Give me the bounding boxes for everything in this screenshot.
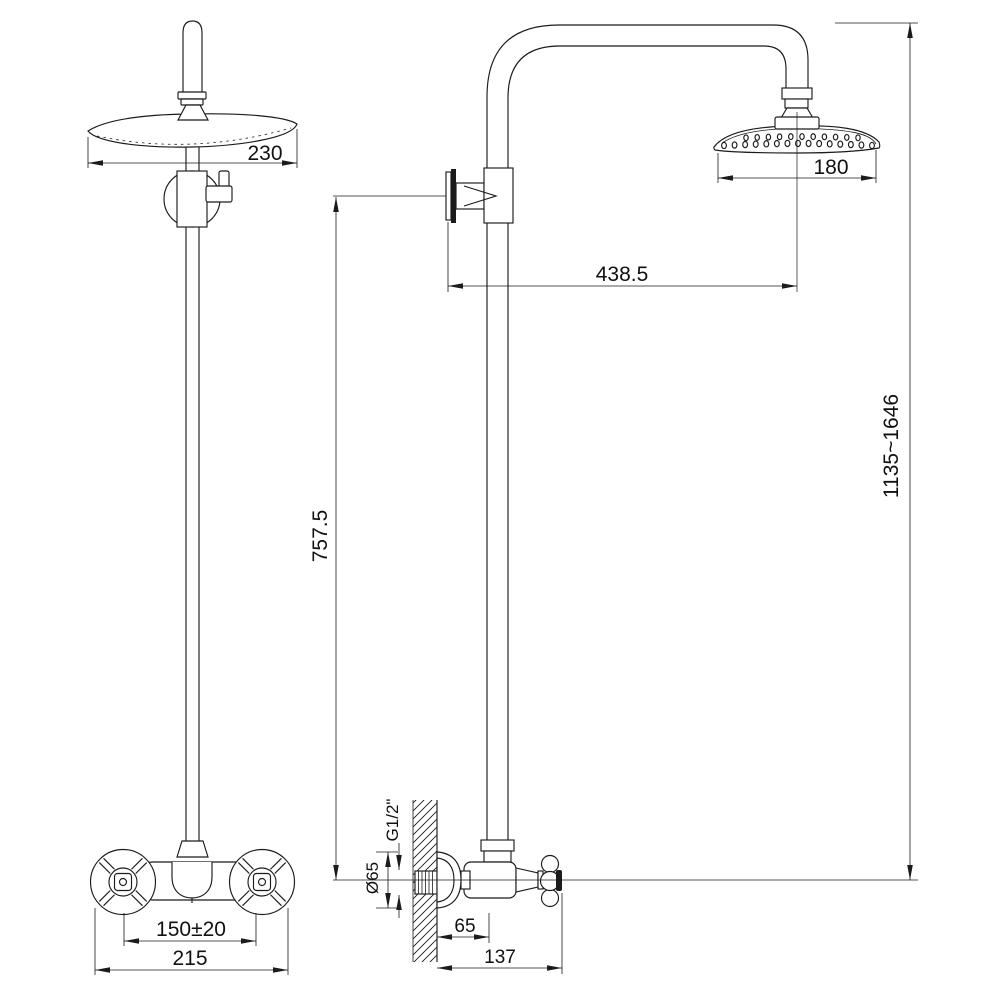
dim-label-180: 180	[813, 156, 848, 179]
side-handle-hub	[556, 870, 562, 891]
dim-label-230: 230	[247, 142, 282, 165]
dim-label-150-20: 150±20	[156, 918, 226, 941]
front-wall-mount-body	[176, 170, 208, 228]
front-riser-pipe	[185, 146, 200, 843]
dim-front-head-width: 230	[87, 129, 298, 168]
front-arm-collar	[177, 91, 207, 100]
dim-head-offset: 438.5	[447, 222, 797, 292]
front-mixer-housing	[171, 862, 213, 899]
front-arm-nut	[180, 98, 204, 106]
front-view: 230 150±20 215	[87, 20, 298, 975]
dim-riser-length: 757.5	[309, 197, 339, 880]
dim-label-757-5: 757.5	[309, 510, 332, 563]
side-view: 438.5 757.5 180 1135~1646 Ø6	[309, 22, 918, 974]
side-riser-nut2	[483, 850, 512, 863]
dim-thread-size: G1/2"	[383, 799, 402, 918]
front-left-handle	[89, 848, 157, 916]
dim-wall-to-handle: 137	[437, 893, 563, 974]
front-shower-head	[87, 113, 298, 148]
side-riser-inner	[507, 45, 787, 840]
front-shower-arm	[182, 20, 203, 97]
side-shower-head	[713, 112, 881, 292]
side-head-rim-dark	[811, 128, 877, 145]
dim-label-g12: G1/2"	[383, 799, 402, 842]
front-head-cone	[177, 104, 209, 121]
front-mixer-neck	[176, 840, 209, 858]
dim-escutcheon-diameter: Ø65	[363, 851, 398, 909]
dim-wall-to-riser: 65	[437, 913, 490, 943]
dim-front-overall-width: 215	[94, 908, 289, 975]
dim-label-215: 215	[172, 947, 207, 970]
dim-label-1135-1646: 1135~1646	[880, 394, 903, 498]
dim-label-438-5: 438.5	[596, 263, 649, 286]
front-nozzle-dots	[96, 127, 292, 145]
side-riser-nut	[480, 839, 515, 852]
dim-front-handle-spacing: 150±20	[123, 913, 257, 946]
front-diverter-body	[205, 185, 233, 203]
side-head-nozzles	[721, 133, 875, 150]
front-right-handle	[228, 848, 296, 916]
side-handle-ball-top	[540, 854, 560, 874]
dim-overall-height: 1135~1646	[835, 22, 918, 880]
dim-label-d65: Ø65	[363, 862, 382, 894]
dim-label-137: 137	[484, 947, 516, 968]
dim-side-head-diameter: 180	[717, 150, 877, 183]
side-wall-bracket	[333, 167, 514, 224]
side-riser-outer	[486, 24, 809, 840]
side-handle-ball-bottom	[540, 888, 560, 908]
dim-label-65: 65	[454, 916, 475, 937]
